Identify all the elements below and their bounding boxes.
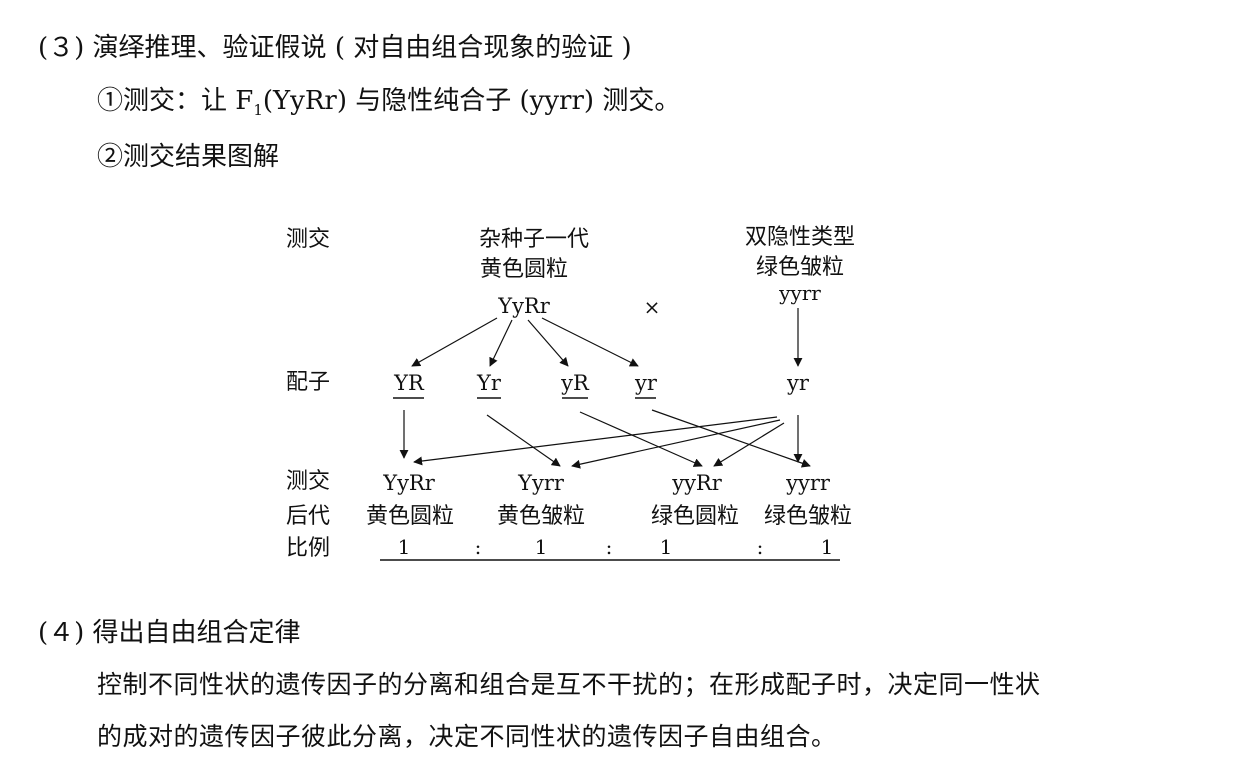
offspring2-phenotype: 黄色皱粒 — [497, 504, 585, 529]
testcross-item-subscript: 1 — [253, 101, 263, 120]
testcross-item: ①测交：让 F1(YyRr) 与隐性纯合子 (yyrr) 测交。 — [97, 80, 680, 119]
arrow-p1-yr-lower — [541, 317, 639, 367]
parent2-genotype: yyrr — [778, 281, 821, 305]
section4-paragraph-line1: 控制不同性状的遗传因子的分离和组合是互不干扰的；在形成配子时，决定同一性状 — [97, 670, 1041, 699]
gamete-YR: YR — [393, 371, 425, 395]
arrow-p2-offspring1 — [413, 416, 778, 466]
offspring3-phenotype: 绿色圆粒 — [651, 504, 739, 529]
parent2-gamete-yr: yr — [786, 371, 810, 395]
ratio-4: 1 — [821, 535, 834, 559]
gamete-yR: yR — [560, 371, 590, 395]
gamete-Yr: Yr — [476, 371, 502, 395]
gamete-yr: yr — [634, 371, 658, 395]
section4-paragraph-line2: 的成对的遗传因子彼此分离，决定不同性状的遗传因子自由组合。 — [97, 722, 837, 751]
parent2-label-1: 双隐性类型 — [745, 225, 855, 250]
cross-symbol: × — [644, 295, 661, 319]
testcross-item-post: (YyRr) 与隐性纯合子 (yyrr) 测交。 — [262, 86, 681, 116]
offspring-label-2: 后代 — [286, 504, 330, 529]
arrow-p2-offspring2 — [571, 419, 781, 469]
offspring1-genotype: YyRr — [382, 471, 436, 495]
section3-heading: (３) 演绎推理、验证假说 ( 对自由组合现象的验证 ) — [38, 33, 632, 63]
arrow-p1-yR — [527, 319, 569, 367]
section4-heading: (４) 得出自由组合定律 — [38, 618, 301, 648]
offspring1-phenotype: 黄色圆粒 — [366, 504, 454, 529]
arrow-p1-yr-small — [489, 319, 513, 367]
arrow-yr-offspring4 — [651, 409, 811, 468]
parent1-label-1: 杂种子一代 — [479, 227, 589, 252]
offspring4-genotype: yyrr — [785, 471, 831, 495]
offspring3-genotype: yyRr — [671, 471, 723, 495]
arrow-Yr-offspring2 — [486, 414, 561, 467]
ratio-1: 1 — [398, 535, 411, 559]
testcross-item-pre: ①测交：让 F — [97, 86, 254, 116]
ratio-sep-2: : — [606, 535, 613, 559]
ratio-sep-1: : — [475, 535, 482, 559]
ratio-3: 1 — [660, 535, 673, 559]
parent1-genotype: YyRr — [497, 294, 551, 318]
ratio-2: 1 — [535, 535, 548, 559]
offspring-label-1: 测交 — [286, 469, 330, 494]
testcross-row-label: 测交 — [286, 227, 330, 252]
gamete-row-label: 配子 — [286, 370, 330, 395]
arrow-p2-offspring3 — [713, 422, 785, 467]
arrow-yR-offspring3 — [579, 411, 703, 467]
offspring4-phenotype: 绿色皱粒 — [764, 504, 852, 529]
offspring-label-3: 比例 — [286, 536, 330, 561]
parent1-label-2: 黄色圆粒 — [480, 257, 568, 282]
diagram-caption: ②测交结果图解 — [97, 142, 280, 172]
parent2-label-2: 绿色皱粒 — [756, 255, 844, 280]
offspring2-genotype: Yyrr — [517, 471, 565, 495]
ratio-sep-3: : — [757, 535, 764, 559]
arrow-p1-yr-upper — [411, 317, 498, 367]
